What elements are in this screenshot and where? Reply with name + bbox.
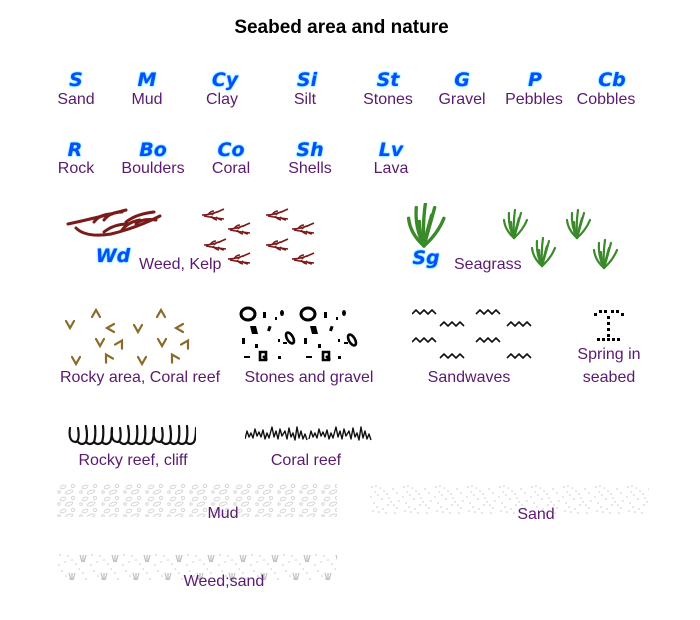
abbr-silt: Si: [296, 69, 318, 91]
spring-icon: [594, 310, 624, 341]
abbr-seagrass: Sg: [412, 247, 440, 269]
label-lava: Lava: [373, 160, 409, 177]
label-sand-band: Sand: [517, 506, 555, 523]
label-boulders: Boulders: [121, 160, 185, 177]
abbr-lava: Lv: [378, 139, 404, 161]
weed-icon: [66, 208, 162, 237]
rocky-reef-icon: [68, 424, 196, 446]
abbr-coral: Co: [217, 139, 245, 161]
seagrass-icon: [406, 203, 446, 248]
sand-pattern: [369, 483, 649, 517]
label-clay: Clay: [205, 91, 239, 108]
label-cobbles: Cobbles: [576, 91, 636, 108]
label-sandwaves: Sandwaves: [427, 369, 511, 386]
abbr-pebbles: P: [528, 69, 542, 91]
label-coral: Coral: [211, 160, 251, 177]
rocky-area-icon: [64, 308, 193, 366]
label-pebbles: Pebbles: [505, 91, 563, 108]
label-stones: Stones: [363, 91, 413, 108]
abbr-mud: M: [137, 69, 157, 91]
abbr-stones: St: [376, 69, 400, 91]
coral-reef-icon: [245, 426, 372, 441]
label-seagrass: Seagrass: [454, 256, 522, 273]
sandwaves-icon: [412, 309, 532, 359]
abbr-shells: Sh: [296, 139, 324, 161]
label-shells: Shells: [288, 160, 332, 177]
abbr-sand: S: [69, 69, 83, 91]
abbr-gravel: G: [454, 69, 470, 91]
abbr-cobbles: Cb: [598, 69, 626, 91]
abbr-weed: Wd: [95, 245, 131, 267]
label-silt: Silt: [293, 91, 317, 108]
label-rocky-area: Rocky area, Coral reef: [59, 369, 221, 386]
label-spring-line1: Spring in: [577, 346, 641, 363]
label-mud: Mud: [131, 91, 163, 108]
label-spring-line2: seabed: [582, 369, 636, 386]
label-stones-gravel: Stones and gravel: [244, 369, 374, 386]
label-rock: Rock: [57, 160, 95, 177]
abbr-rock: R: [67, 139, 83, 161]
abbr-clay: Cy: [211, 69, 239, 91]
weed-sand-pattern: [57, 551, 337, 585]
label-weed-sand-band: Weed;sand: [183, 573, 265, 590]
stones-gravel-icon: [239, 306, 358, 362]
label-weed-kelp: Weed, Kelp: [139, 256, 222, 273]
label-gravel: Gravel: [438, 91, 486, 108]
label-coral-reef: Coral reef: [270, 452, 342, 469]
label-mud-band: Mud: [207, 505, 239, 522]
abbr-boulders: Bo: [139, 139, 167, 161]
page-title: Seabed area and nature: [234, 17, 449, 38]
label-rocky-reef: Rocky reef, cliff: [78, 452, 188, 469]
label-sand: Sand: [57, 91, 95, 108]
mud-pattern: [57, 483, 337, 517]
